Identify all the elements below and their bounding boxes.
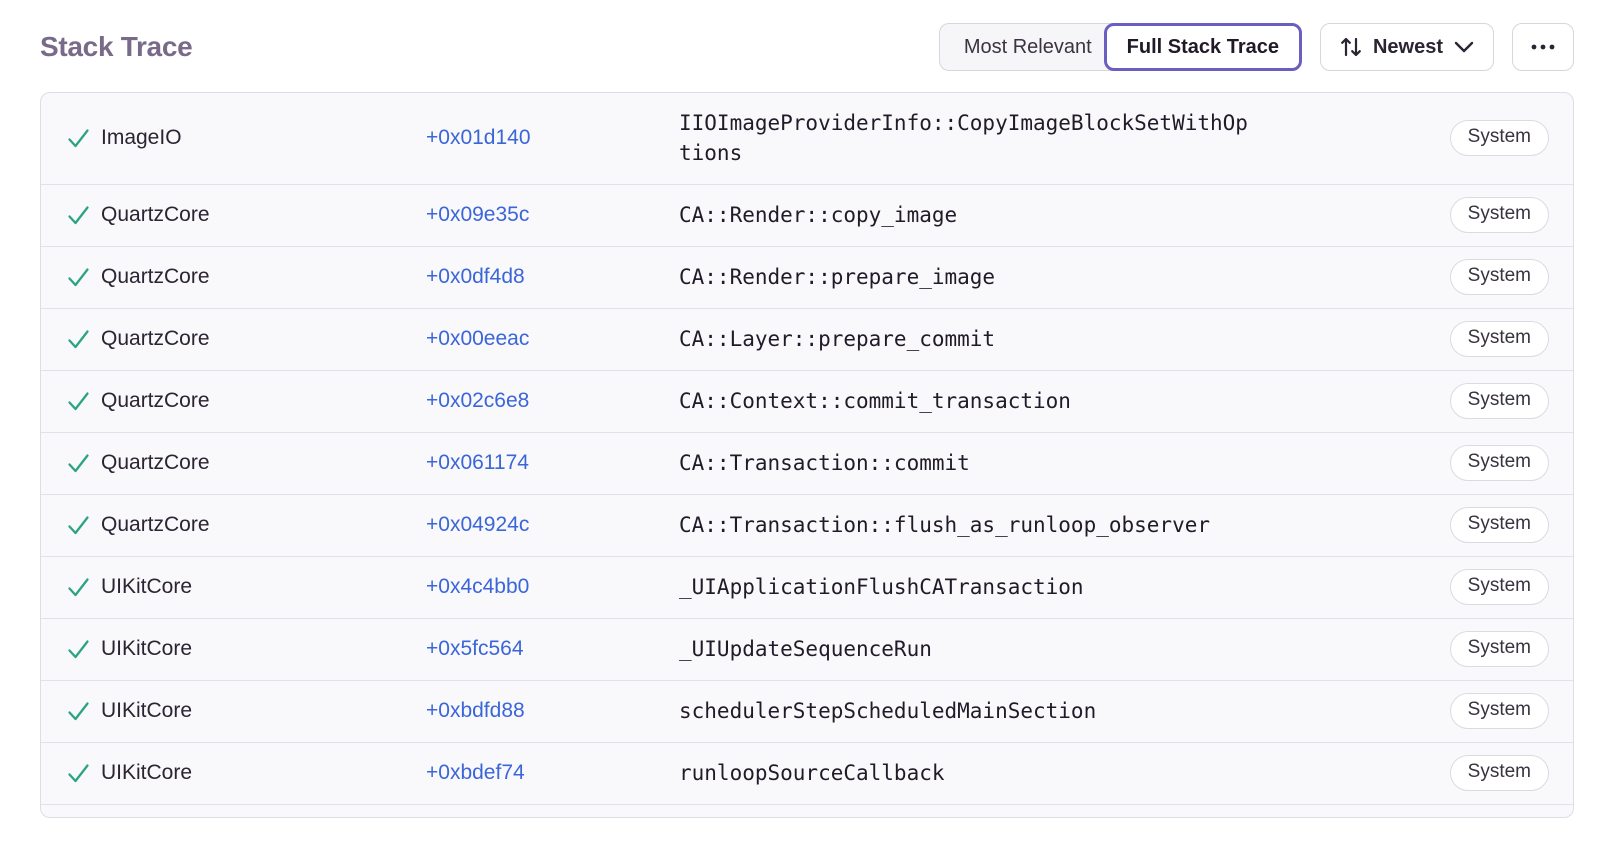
frame-module: QuartzCore bbox=[101, 513, 210, 537]
stack-trace-controls: Most Relevant Full Stack Trace Newest bbox=[938, 23, 1574, 71]
frame-function: CA::Transaction::flush_as_runloop_observ… bbox=[679, 513, 1211, 538]
full-stack-trace-button[interactable]: Full Stack Trace bbox=[1103, 23, 1302, 71]
frame-function: CA::Render::copy_image bbox=[679, 203, 958, 228]
frame-function: CA::Transaction::commit bbox=[679, 451, 970, 476]
view-toggle: Most Relevant Full Stack Trace bbox=[938, 23, 1302, 71]
stack-frame-row[interactable]: QuartzCore +0x0df4d8 CA::Render::prepare… bbox=[41, 247, 1573, 309]
frame-function: CA::Layer::prepare_commit bbox=[679, 327, 996, 352]
checkmark-icon bbox=[65, 326, 101, 353]
stack-trace-list: ImageIO +0x01d140 IIOImageProviderInfo::… bbox=[41, 93, 1573, 805]
frame-system-badge: System bbox=[1449, 569, 1549, 606]
frame-system-badge: System bbox=[1449, 259, 1549, 296]
frame-system-badge: System bbox=[1449, 321, 1549, 358]
stack-trace-header: Stack Trace Most Relevant Full Stack Tra… bbox=[0, 22, 1614, 72]
frame-module: UIKitCore bbox=[101, 699, 193, 723]
sort-newest-button[interactable]: Newest bbox=[1319, 23, 1494, 71]
stack-frame-row[interactable]: UIKitCore +0x4c4bb0 _UIApplicationFlushC… bbox=[41, 557, 1573, 619]
stack-frame-row[interactable]: UIKitCore +0xbdef74 runloopSourceCallbac… bbox=[41, 743, 1573, 805]
frame-address-link[interactable]: +0x061174 bbox=[426, 451, 529, 475]
frame-module: QuartzCore bbox=[101, 389, 210, 413]
checkmark-icon bbox=[65, 388, 101, 415]
frame-address-link[interactable]: +0x09e35c bbox=[426, 203, 530, 227]
frame-address-link[interactable]: +0x00eeac bbox=[426, 327, 530, 351]
stack-frame-row[interactable]: QuartzCore +0x02c6e8 CA::Context::commit… bbox=[41, 371, 1573, 433]
frame-module: QuartzCore bbox=[101, 265, 210, 289]
frame-address-link[interactable]: +0xbdfd88 bbox=[426, 699, 525, 723]
frame-system-badge: System bbox=[1449, 693, 1549, 730]
page-title: Stack Trace bbox=[40, 31, 193, 62]
frame-address-link[interactable]: +0x5fc564 bbox=[426, 637, 524, 661]
frame-system-badge: System bbox=[1449, 755, 1549, 792]
frame-address-link[interactable]: +0x0df4d8 bbox=[426, 265, 525, 289]
frame-address-link[interactable]: +0x04924c bbox=[426, 513, 530, 537]
frame-address-link[interactable]: +0x01d140 bbox=[426, 126, 531, 150]
frame-module: QuartzCore bbox=[101, 327, 210, 351]
stack-frame-row[interactable]: QuartzCore +0x09e35c CA::Render::copy_im… bbox=[41, 185, 1573, 247]
frame-function: IIOImageProviderInfo::CopyImageBlockSetW… bbox=[679, 111, 1248, 166]
arrows-up-down-icon bbox=[1339, 34, 1363, 60]
frame-function: _UIApplicationFlushCATransaction bbox=[679, 575, 1084, 600]
frame-module: UIKitCore bbox=[101, 575, 193, 599]
frame-module: QuartzCore bbox=[101, 203, 210, 227]
checkmark-icon bbox=[65, 202, 101, 229]
checkmark-icon bbox=[65, 698, 101, 725]
checkmark-icon bbox=[65, 512, 101, 539]
frame-system-badge: System bbox=[1449, 631, 1549, 668]
frame-system-badge: System bbox=[1449, 120, 1549, 157]
stack-frame-row[interactable]: UIKitCore +0xbdfd88 schedulerStepSchedul… bbox=[41, 681, 1573, 743]
more-options-button[interactable] bbox=[1512, 23, 1574, 71]
frame-function: CA::Render::prepare_image bbox=[679, 265, 996, 290]
checkmark-icon bbox=[65, 450, 101, 477]
frame-system-badge: System bbox=[1449, 445, 1549, 482]
stack-frame-row[interactable]: QuartzCore +0x04924c CA::Transaction::fl… bbox=[41, 495, 1573, 557]
frame-address-link[interactable]: +0x4c4bb0 bbox=[426, 575, 530, 599]
checkmark-icon bbox=[65, 760, 101, 787]
chevron-down-icon bbox=[1453, 40, 1475, 54]
frame-module: UIKitCore bbox=[101, 637, 193, 661]
frame-address-link[interactable]: +0xbdef74 bbox=[426, 761, 525, 785]
stack-frame-row[interactable]: ImageIO +0x01d140 IIOImageProviderInfo::… bbox=[41, 93, 1573, 185]
frame-module: UIKitCore bbox=[101, 761, 193, 785]
checkmark-icon bbox=[65, 264, 101, 291]
next-frame-row-partial bbox=[41, 805, 1573, 817]
stack-trace-card: ImageIO +0x01d140 IIOImageProviderInfo::… bbox=[40, 92, 1574, 818]
stack-frame-row[interactable]: QuartzCore +0x061174 CA::Transaction::co… bbox=[41, 433, 1573, 495]
checkmark-icon bbox=[65, 636, 101, 663]
checkmark-icon bbox=[65, 574, 101, 601]
frame-module: QuartzCore bbox=[101, 451, 210, 475]
stack-frame-row[interactable]: QuartzCore +0x00eeac CA::Layer::prepare_… bbox=[41, 309, 1573, 371]
checkmark-icon bbox=[65, 125, 101, 152]
frame-function: runloopSourceCallback bbox=[679, 761, 945, 786]
frame-system-badge: System bbox=[1449, 197, 1549, 234]
frame-system-badge: System bbox=[1449, 507, 1549, 544]
frame-function: CA::Context::commit_transaction bbox=[679, 389, 1071, 414]
stack-frame-row[interactable]: UIKitCore +0x5fc564 _UIUpdateSequenceRun… bbox=[41, 619, 1573, 681]
ellipsis-icon bbox=[1530, 43, 1556, 51]
most-relevant-button[interactable]: Most Relevant bbox=[938, 23, 1116, 71]
sort-label: Newest bbox=[1372, 35, 1443, 58]
frame-system-badge: System bbox=[1449, 383, 1549, 420]
frame-module: ImageIO bbox=[101, 126, 182, 150]
frame-function: schedulerStepScheduledMainSection bbox=[679, 699, 1097, 724]
frame-function: _UIUpdateSequenceRun bbox=[679, 637, 932, 662]
frame-address-link[interactable]: +0x02c6e8 bbox=[426, 389, 530, 413]
